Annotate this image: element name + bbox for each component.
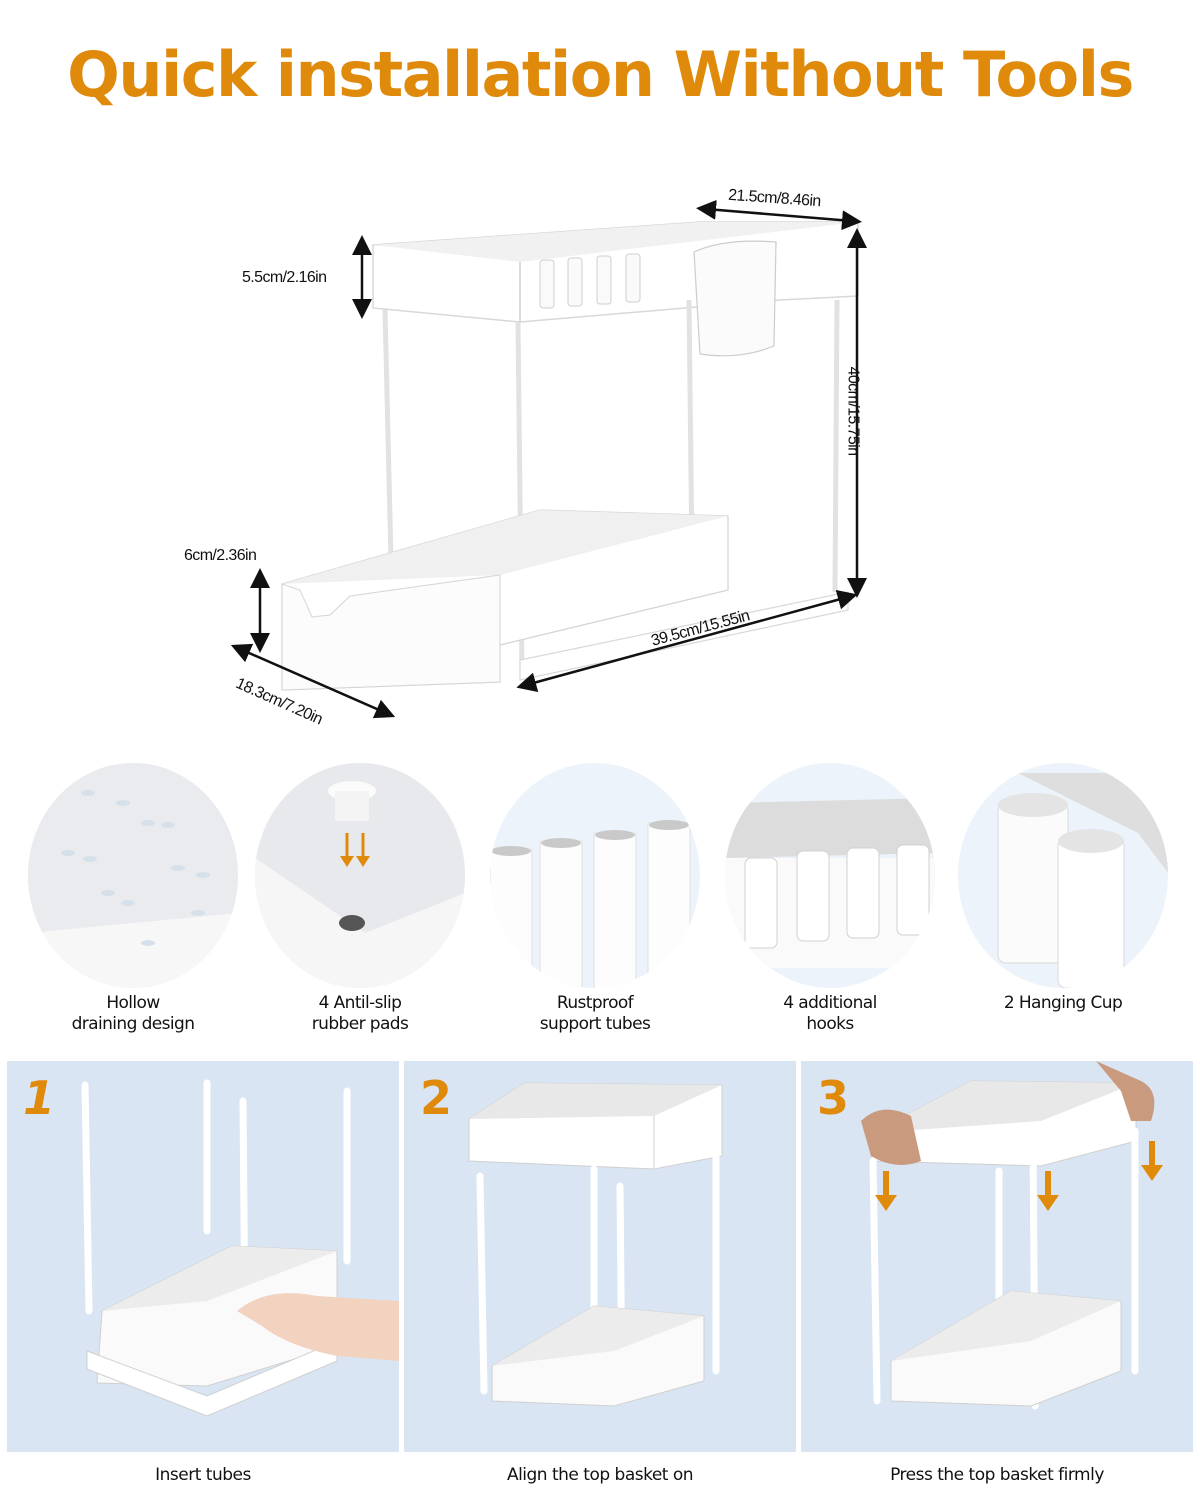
- feature-label: 4 Antil-slip rubber pads: [311, 993, 409, 1034]
- step-3: 3 Press the top basket firmly: [801, 1061, 1193, 1500]
- step-number: 2: [420, 1071, 453, 1125]
- tubes-icon: [490, 763, 700, 988]
- step-image-panel: 3: [801, 1061, 1193, 1452]
- feature-hooks: 4 additional hooks: [715, 760, 945, 1050]
- step-number: 1: [23, 1071, 56, 1125]
- hooks-icon: [725, 763, 935, 988]
- organizer-rack-illustration: [230, 199, 867, 719]
- rubber-pad-icon: [255, 763, 465, 988]
- page-title: Quick installation Without Tools: [67, 38, 1134, 111]
- step-image-panel: 1: [7, 1061, 399, 1452]
- step-2: 2 Align the top basket on: [404, 1061, 796, 1500]
- feature-hanging-cups: 2 Hanging Cup: [948, 760, 1178, 1050]
- drain-holes-icon: [28, 763, 238, 988]
- step-number: 3: [817, 1071, 850, 1125]
- feature-label: Rustproof support tubes: [539, 993, 651, 1034]
- step-caption: Press the top basket firmly: [890, 1465, 1104, 1485]
- feature-rubber-pads: 4 Antil-slip rubber pads: [245, 760, 475, 1050]
- step-image-panel: 2: [404, 1061, 796, 1452]
- installation-steps: 1 Insert tubes 2 Align the top basket on: [0, 1061, 1200, 1500]
- dimension-diagram: 21.5cm/8.46in 5.5cm/2.16in 40cm/15.75in …: [0, 150, 1200, 750]
- dimension-bottom-basket-height: 6cm/2.36in: [184, 547, 257, 564]
- feature-support-tubes: Rustproof support tubes: [480, 760, 710, 1050]
- feature-label: 2 Hanging Cup: [1003, 993, 1123, 1013]
- feature-label: Hollow draining design: [71, 993, 195, 1034]
- feature-label: 4 additional hooks: [783, 993, 877, 1034]
- down-arrow-icon: [875, 1141, 1163, 1211]
- cups-icon: [958, 763, 1168, 988]
- step-caption: Align the top basket on: [506, 1465, 694, 1485]
- feature-hollow-draining: Hollow draining design: [18, 760, 248, 1050]
- step-caption: Insert tubes: [155, 1465, 251, 1485]
- feature-list: Hollow draining design 4 Antil-slip rubb…: [0, 760, 1200, 1050]
- step-1: 1 Insert tubes: [7, 1061, 399, 1500]
- dimension-total-height: 40cm/15.75in: [844, 366, 862, 456]
- dimension-top-basket-height: 5.5cm/2.16in: [242, 269, 327, 286]
